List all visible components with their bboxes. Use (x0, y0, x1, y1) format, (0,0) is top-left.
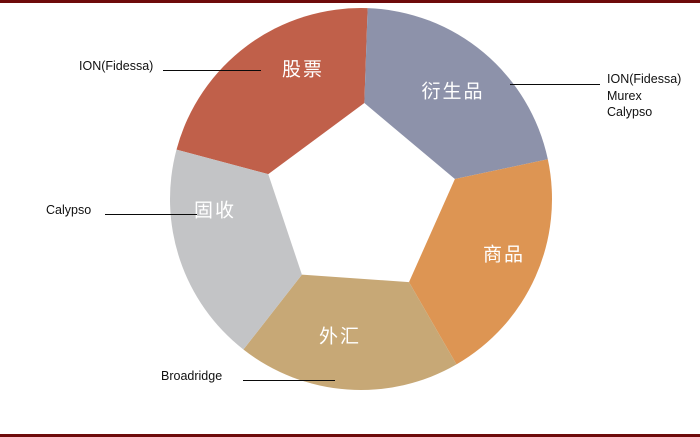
donut-slices (169, 8, 552, 390)
top-border-rule (0, 0, 700, 3)
slice-fx[interactable] (243, 274, 457, 390)
slice-label-fx: 外汇 (319, 326, 361, 348)
callout-leader-derivatives (510, 84, 600, 85)
slice-label-equities: 股票 (282, 59, 324, 81)
slice-derivatives[interactable] (364, 8, 548, 180)
callout-leader-fx (243, 380, 335, 381)
donut-slice-labels: 股票 衍生品 商品 外汇 固收 (194, 59, 525, 348)
callout-fixed-income: Calypso (46, 203, 92, 217)
slice-equities[interactable] (176, 8, 368, 175)
slice-fixed-income[interactable] (169, 149, 302, 350)
callout-derivatives-line3: Calypso (607, 105, 653, 119)
callout-derivatives-line1: ION(Fidessa) (607, 72, 682, 86)
callout-fx: Broadridge (161, 369, 223, 383)
callout-leader-equities (163, 70, 261, 71)
slice-label-derivatives: 衍生品 (421, 81, 484, 103)
slice-label-commodities: 商品 (483, 244, 525, 266)
callout-equities: ION(Fidessa) (79, 59, 154, 73)
slice-commodities[interactable] (409, 159, 552, 365)
callout-derivatives-line2: Murex (607, 88, 642, 103)
bottom-border-rule (0, 434, 700, 437)
callout-leader-fixed-income (105, 214, 197, 215)
slice-label-fixed-income: 固收 (194, 200, 236, 222)
